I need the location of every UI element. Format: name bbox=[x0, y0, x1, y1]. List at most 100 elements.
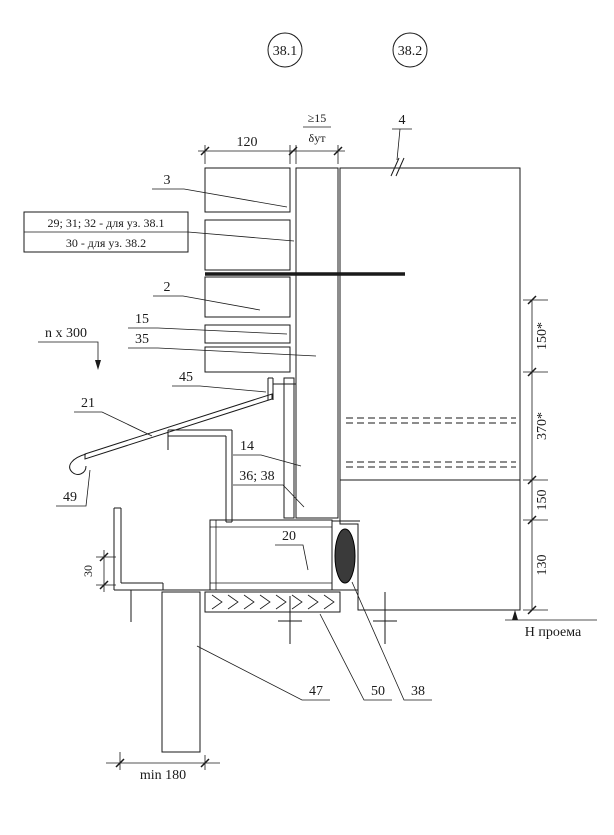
callout-2: 2 bbox=[153, 280, 261, 311]
extension-lines bbox=[523, 299, 548, 611]
callout-3: 3 bbox=[152, 173, 288, 208]
callout-label: 50 bbox=[371, 684, 385, 699]
callout-49: 49 bbox=[56, 469, 91, 507]
nx300-label: n x 300 bbox=[45, 326, 87, 341]
callout-label: 36; 38 bbox=[239, 469, 274, 484]
break-mark-icon bbox=[390, 157, 405, 177]
masonry-course bbox=[204, 276, 291, 318]
callout-38: 38 bbox=[351, 581, 432, 701]
node-bubble-38-1: 38.1 bbox=[267, 32, 303, 68]
window-frame-profile bbox=[209, 519, 333, 591]
lower-insulated-panel bbox=[161, 591, 201, 753]
dim-ge15-label: ≥15 bbox=[308, 111, 327, 125]
dimension-30: 30 bbox=[81, 550, 116, 592]
node-bubble-38-2: 38.2 bbox=[392, 32, 428, 68]
leader-line bbox=[128, 347, 317, 357]
node-circle-icon bbox=[267, 32, 303, 68]
main-wall bbox=[339, 157, 521, 611]
dimension-min180: min 180 bbox=[106, 752, 220, 783]
callout-47: 47 bbox=[196, 645, 330, 701]
dim-150-label: 150 bbox=[535, 490, 550, 511]
leader-line bbox=[392, 128, 412, 161]
node-circle-icon bbox=[392, 32, 428, 68]
callout-label: 4 bbox=[399, 113, 406, 128]
leader-line bbox=[275, 544, 309, 571]
callout-label: 45 bbox=[179, 370, 193, 385]
callout-label: 21 bbox=[81, 396, 95, 411]
callout-label: 15 bbox=[135, 312, 149, 327]
leader-line bbox=[319, 613, 392, 701]
masonry-course bbox=[204, 167, 291, 213]
callout-14: 14 bbox=[233, 439, 302, 467]
timber-sill-block bbox=[204, 591, 341, 613]
dim-30-label: 30 bbox=[81, 565, 95, 577]
leader-line bbox=[233, 484, 305, 508]
callout-15: 15 bbox=[128, 312, 288, 335]
callout-21: 21 bbox=[74, 396, 153, 437]
dim-120-label: 120 bbox=[237, 135, 258, 150]
dim-min180-label: min 180 bbox=[140, 768, 186, 783]
callout-label: 2 bbox=[164, 280, 171, 295]
masonry-course bbox=[204, 324, 291, 344]
leader-line bbox=[187, 231, 295, 242]
callout-50: 50 bbox=[319, 613, 392, 701]
leader-line bbox=[56, 469, 91, 507]
window-assembly bbox=[69, 377, 397, 753]
insulation-strip bbox=[295, 167, 339, 519]
callout-label: 14 bbox=[240, 439, 254, 454]
leader-line bbox=[172, 385, 267, 393]
note-line-1: 29; 31; 32 - для уз. 38.1 bbox=[47, 216, 164, 230]
note-box: 29; 31; 32 - для уз. 38.1 30 - для уз. 3… bbox=[23, 211, 295, 253]
drip-curl bbox=[69, 453, 87, 475]
insulation-layer bbox=[283, 167, 339, 519]
opening-height-label: Н проема bbox=[525, 625, 582, 640]
leader-line bbox=[196, 645, 330, 701]
leader-line bbox=[153, 295, 261, 311]
dim-dut-label: δут bbox=[309, 131, 327, 145]
dim-130-label: 130 bbox=[535, 555, 550, 576]
callout-label: 47 bbox=[309, 684, 323, 699]
callouts: 4 3 2 15 35 45 21 14 bbox=[56, 113, 432, 701]
dimension-top: 120 ≥15 δут bbox=[198, 111, 345, 164]
dimension-ticks bbox=[200, 146, 343, 156]
node-label-38-2: 38.2 bbox=[398, 44, 423, 59]
channel-profile bbox=[167, 429, 233, 523]
dimension-ticks bbox=[527, 295, 537, 615]
extension-lines bbox=[204, 145, 339, 164]
callout-35: 35 bbox=[128, 332, 317, 357]
leader-line bbox=[74, 411, 153, 437]
callout-20: 20 bbox=[275, 529, 309, 571]
fastener-axis-icon bbox=[373, 592, 397, 644]
leader-line bbox=[233, 454, 302, 467]
arrow-up-icon bbox=[512, 610, 518, 620]
note-line-2: 30 - для уз. 38.2 bbox=[66, 236, 146, 250]
leader-line bbox=[128, 327, 288, 335]
arrow-down-icon bbox=[95, 360, 101, 370]
callout-label: 3 bbox=[164, 173, 171, 188]
course-step-mark: n x 300 bbox=[38, 326, 101, 370]
callout-label: 49 bbox=[63, 490, 77, 505]
callout-label: 38 bbox=[411, 684, 425, 699]
dimension-chain-right: 150* 370* 150 130 Н проема bbox=[505, 295, 597, 640]
foam-seal bbox=[334, 528, 356, 584]
fastener-axis-icon bbox=[278, 596, 302, 644]
callout-45: 45 bbox=[172, 370, 267, 393]
jamb-profile bbox=[113, 507, 164, 591]
leader-line bbox=[351, 581, 432, 701]
leader-line bbox=[152, 188, 288, 208]
masonry-course bbox=[204, 219, 291, 271]
aerated-block-section bbox=[339, 479, 521, 611]
brick-wall-section bbox=[339, 167, 521, 481]
extension-lines bbox=[96, 556, 116, 586]
dimension-ticks bbox=[99, 552, 109, 590]
callout-36-38: 36; 38 bbox=[233, 469, 305, 508]
callout-4: 4 bbox=[392, 113, 412, 161]
callout-label: 35 bbox=[135, 332, 149, 347]
callout-label: 20 bbox=[282, 529, 296, 544]
node-label-38-1: 38.1 bbox=[273, 44, 298, 59]
dim-150s-label: 150* bbox=[535, 322, 550, 350]
dim-370s-label: 370* bbox=[535, 412, 550, 440]
facing-masonry-courses bbox=[204, 167, 405, 373]
